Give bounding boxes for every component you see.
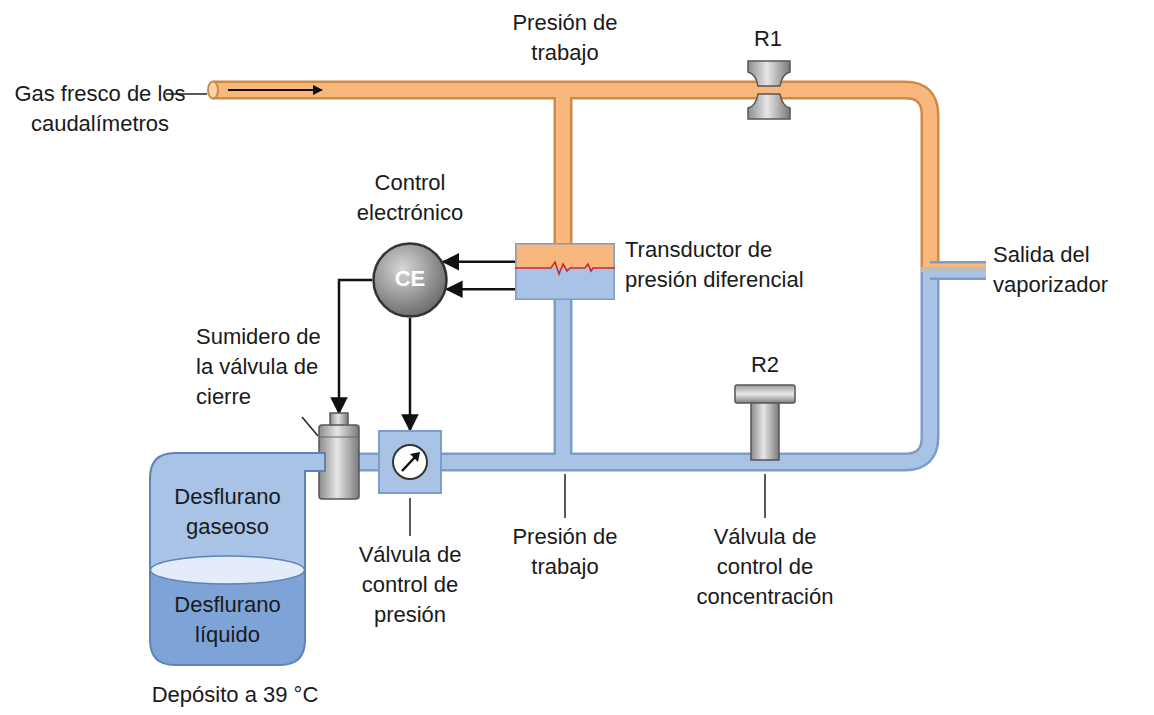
flow-arrow <box>228 89 322 91</box>
node-shape <box>378 430 442 494</box>
outlet-label: Salida del vaporizador <box>993 240 1143 300</box>
reservoir-outline <box>150 453 325 665</box>
pressure-label: Presión de trabajo <box>505 8 625 68</box>
valve-cap <box>330 413 348 426</box>
vaporizer-outlet <box>921 261 986 280</box>
restrictor-r1 <box>748 61 790 119</box>
valve-dial <box>393 445 427 479</box>
transducer-lower <box>515 268 615 300</box>
controller-label: Control electrónico <box>340 168 480 228</box>
part-label: Sumidero de la válvula de cierre <box>196 322 331 412</box>
desflurane-reservoir: Desflurano gaseosoDesflurano líquidoDepó… <box>150 440 325 668</box>
valve-label: Válvula de control de concentración <box>687 522 843 612</box>
signal-arrow <box>443 261 515 264</box>
transducer-upper <box>515 243 615 268</box>
membrane <box>515 262 615 274</box>
inlet-label: Gas fresco de los caudalímetros <box>5 79 195 139</box>
dial-needle <box>402 456 416 471</box>
control-name: CE <box>372 264 448 294</box>
region-label: Desflurano gaseoso <box>155 482 300 542</box>
node-shape <box>515 243 615 300</box>
control-circle: CE <box>372 242 448 318</box>
transducer-outline <box>516 244 615 300</box>
signal-arrow <box>339 280 372 413</box>
pressure-label: Presión de trabajo <box>505 522 625 582</box>
concentration-valve <box>735 385 795 460</box>
pressure-transducer: Transductor de presión diferencial <box>515 243 615 300</box>
dial-needle-head <box>410 452 420 462</box>
part-label: Transductor de presión diferencial <box>625 235 825 295</box>
restrictor-label: R1 <box>738 24 798 54</box>
valve-band <box>319 437 359 438</box>
part-label: Válvula de control de presión <box>350 540 470 630</box>
pipe-inlet <box>208 82 218 99</box>
signal-arrow <box>447 288 515 291</box>
pressure-valve: Válvula de control de presión <box>378 430 442 494</box>
valve-housing <box>379 431 441 493</box>
reservoir-liquid <box>150 570 310 670</box>
part-label: Depósito a 39 °C <box>120 680 350 710</box>
signal-arrow <box>409 318 412 430</box>
restrictor-label: R2 <box>735 350 795 380</box>
liquid-surface <box>151 556 305 584</box>
region-label: Desflurano líquido <box>155 590 300 650</box>
